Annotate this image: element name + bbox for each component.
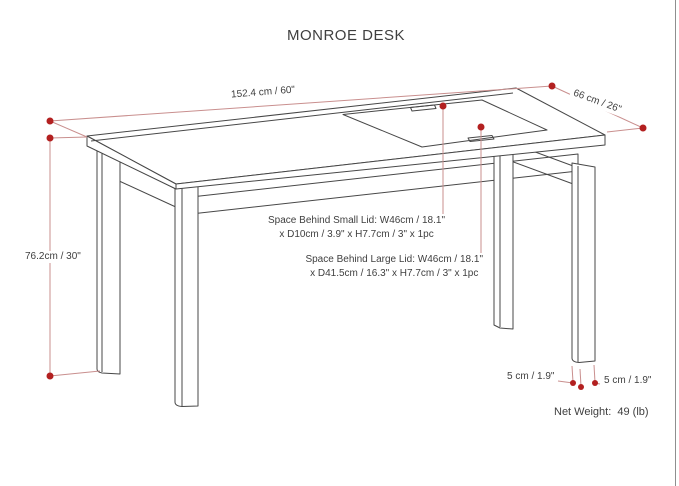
desk-front-left-leg: [174, 180, 199, 407]
desk-back-right-leg: [493, 146, 514, 330]
large-lid-annotation-line1: Space Behind Large Lid: W46cm / 18.1": [305, 254, 483, 265]
dimension-endpoint-dots: [46, 82, 647, 390]
large-lid-annotation: Space Behind Large Lid: W46cm / 18.1" x …: [305, 253, 483, 281]
desk-lid: [342, 99, 548, 148]
desk-geometry: [86, 87, 606, 407]
small-lid-annotation-line2: x D10cm / 3.9" x H7.7cm / 3" x 1pc: [279, 229, 434, 240]
leg-width-tick-3: [593, 364, 596, 383]
width-dimension-line: [49, 85, 553, 122]
net-weight-label: Net Weight: 49 (lb): [554, 406, 649, 418]
leg-width-label-right: 5 cm / 1.9": [601, 375, 655, 387]
height-dimension-label: 76.2cm / 30": [22, 251, 84, 263]
depth-leader: [606, 127, 644, 133]
small-lid-annotation-line1: Space Behind Small Lid: W46cm / 18.1": [268, 215, 445, 226]
dot-width-left: [46, 117, 54, 125]
page-title: MONROE DESK: [286, 27, 405, 44]
desk-tabletop-left-edge: [86, 135, 177, 190]
desk-back-left-leg: [96, 146, 121, 375]
dot-depth-front: [639, 124, 647, 132]
dot-width-right: [548, 82, 556, 90]
height-leader-top: [49, 136, 88, 139]
dot-small-lid: [439, 102, 447, 110]
dot-height-bottom: [46, 372, 54, 380]
dot-leg-right: [592, 380, 598, 386]
desk-lid-back-handle: [410, 104, 437, 112]
dot-height-top: [46, 134, 54, 142]
large-lid-annotation-line2: x D41.5cm / 16.3" x H7.7cm / 3" x 1pc: [310, 268, 479, 279]
leg-width-tick-2: [579, 368, 582, 387]
dot-leg-mid: [578, 384, 584, 390]
width-leader-left: [49, 120, 88, 138]
small-lid-annotation: Space Behind Small Lid: W46cm / 18.1" x …: [268, 214, 445, 242]
desk-lid-front-handle: [467, 135, 495, 142]
height-leader-bottom: [49, 370, 101, 377]
dot-leg-left: [570, 380, 576, 386]
desk-tabletop-back-rim: [90, 92, 514, 142]
desk-front-right-leg: [571, 162, 596, 363]
leg-width-label-left: 5 cm / 1.9": [504, 371, 558, 383]
leg-width-tick-1: [571, 365, 574, 383]
dot-large-lid: [477, 123, 485, 131]
image-right-border: [675, 0, 676, 486]
